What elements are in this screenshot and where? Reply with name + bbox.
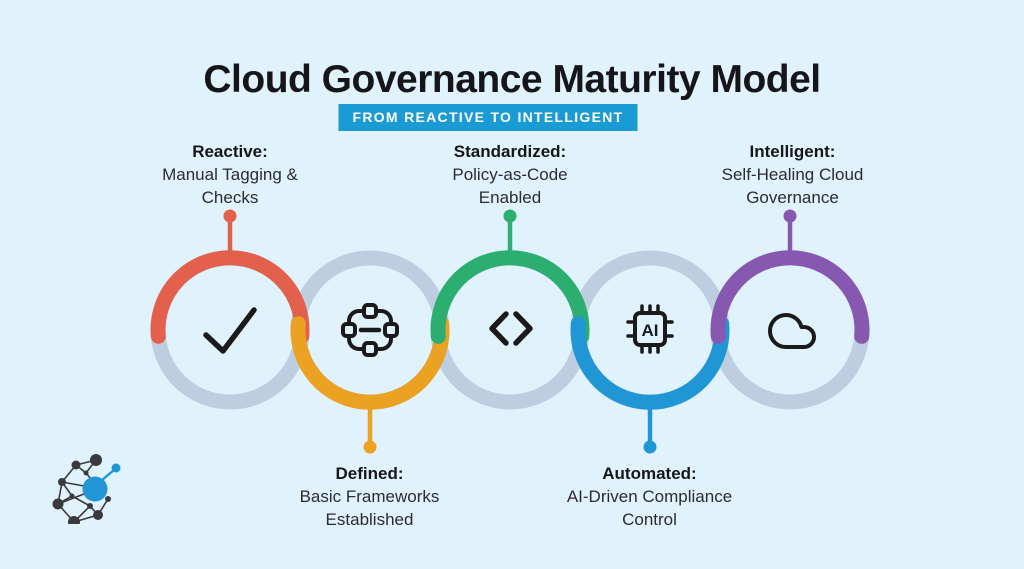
code-icon <box>489 311 533 346</box>
connector-dot-intelligent <box>783 209 797 223</box>
subtitle-banner: FROM REACTIVE TO INTELLIGENT <box>338 104 638 131</box>
ai-chip-icon: AI <box>626 304 674 354</box>
logo-blue-node <box>82 463 121 502</box>
arc-reactive <box>150 250 310 344</box>
connector-dot-automated <box>643 440 657 454</box>
stage-description: Policy-as-Code Enabled <box>452 165 568 207</box>
workflow-icon <box>341 303 399 357</box>
stage-description: Manual Tagging & Checks <box>162 165 298 207</box>
ring-tracks <box>150 250 870 410</box>
ai-chip-label: AI <box>642 321 659 340</box>
page-title: Cloud Governance Maturity Model <box>203 58 821 101</box>
stage-description: AI-Driven Compliance Control <box>566 487 733 529</box>
check-icon <box>203 307 257 354</box>
stage-description: Self-Healing Cloud Governance <box>721 165 864 207</box>
stage-heading: Defined: <box>335 464 404 483</box>
logo-network-nodes <box>52 454 111 524</box>
stage-label-defined: Defined: Basic Frameworks Established <box>282 462 457 531</box>
stage-label-standardized: Standardized: Policy-as-Code Enabled <box>435 140 585 209</box>
stage-label-intelligent: Intelligent: Self-Healing Cloud Governan… <box>700 140 885 209</box>
stage-heading: Intelligent: <box>749 142 836 161</box>
arc-intelligent <box>710 250 870 344</box>
connector-dot-standardized <box>503 209 517 223</box>
arc-automated <box>570 316 730 410</box>
arc-standardized <box>430 250 590 344</box>
stage-label-automated: Automated: AI-Driven Compliance Control <box>552 462 747 531</box>
stage-heading: Automated: <box>602 464 697 483</box>
stage-description: Basic Frameworks Established <box>299 487 440 529</box>
stage-heading: Reactive: <box>192 142 268 161</box>
cloud-icon <box>768 313 816 349</box>
connector-dot-defined <box>363 440 377 454</box>
arc-defined <box>290 316 450 410</box>
stage-heading: Standardized: <box>453 142 567 161</box>
stage-label-reactive: Reactive: Manual Tagging & Checks <box>140 140 320 209</box>
connector-dot-reactive <box>223 209 237 223</box>
brand-logo <box>52 454 121 524</box>
